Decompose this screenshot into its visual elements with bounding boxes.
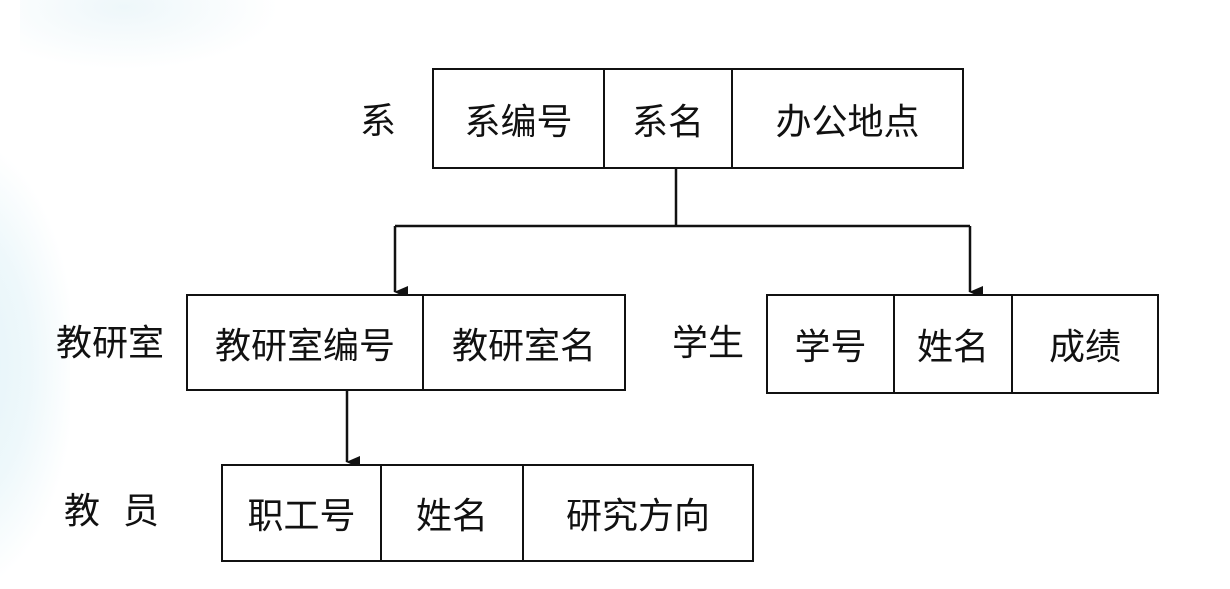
record-name-office: 教研室 bbox=[56, 323, 165, 364]
record-department: 系编号 系名 办公地点 bbox=[432, 68, 964, 169]
background-wash bbox=[0, 150, 70, 580]
field-cell: 教研室名 bbox=[451, 325, 596, 367]
field-cell: 研究方向 bbox=[565, 496, 710, 537]
field-cell: 教研室编号 bbox=[188, 296, 424, 389]
record-teacher: 职工号 姓名 研究方向 bbox=[221, 464, 754, 562]
field-cell: 成绩 bbox=[1048, 327, 1121, 368]
field-cell: 办公地点 bbox=[775, 101, 920, 143]
field-cell: 姓名 bbox=[895, 296, 1013, 392]
field-cell: 姓名 bbox=[382, 466, 524, 560]
record-office: 教研室编号 教研室名 bbox=[186, 294, 626, 391]
record-name-student: 学生 bbox=[672, 323, 745, 364]
field-cell: 系名 bbox=[605, 70, 733, 167]
record-name-department: 系 bbox=[360, 101, 397, 142]
field-cell: 系编号 bbox=[434, 70, 605, 167]
background-wash-top bbox=[20, 0, 280, 70]
record-student: 学号 姓名 成绩 bbox=[766, 294, 1159, 394]
record-name-teacher: 教 员 bbox=[64, 491, 159, 532]
field-cell: 学号 bbox=[768, 296, 895, 392]
field-cell: 职工号 bbox=[223, 466, 382, 560]
